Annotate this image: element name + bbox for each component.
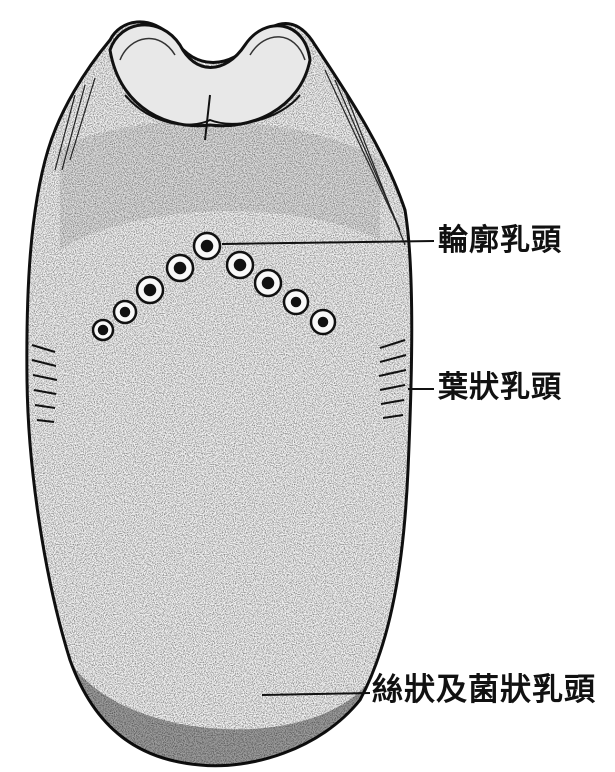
papilla <box>114 301 136 323</box>
papilla <box>93 320 113 340</box>
papilla <box>137 277 163 303</box>
label-foliate-papillae: 葉狀乳頭 <box>438 373 562 403</box>
papilla <box>194 233 220 259</box>
papilla <box>167 255 193 281</box>
papilla <box>227 252 253 278</box>
papilla <box>255 270 281 296</box>
papilla <box>284 290 308 314</box>
label-circumvallate-papillae: 輪廓乳頭 <box>438 226 562 256</box>
papilla <box>311 310 335 334</box>
label-filiform-fungiform-papillae: 絲狀及菌狀乳頭 <box>372 675 596 706</box>
